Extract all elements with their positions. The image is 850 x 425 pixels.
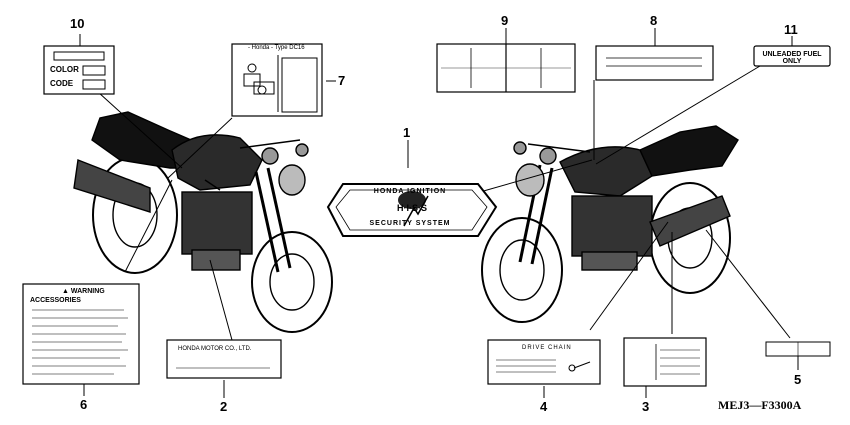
callout-7: 7 [338, 73, 346, 88]
figure-code: MEJ3—F3300A [718, 398, 802, 412]
drive-chain-text: DRIVE CHAIN [522, 345, 572, 351]
color-code-code-text: CODE [50, 79, 74, 88]
leader-lines [79, 28, 799, 398]
label-10-color-code [43, 45, 115, 95]
leader-11-to-bike [595, 65, 761, 165]
warning-subtitle-text: ACCESSORIES [30, 297, 81, 304]
label-3-blank [623, 337, 707, 387]
label-6-warning [22, 283, 140, 385]
leader-10-to-bike [97, 91, 183, 169]
callout-9: 9 [501, 13, 509, 28]
unleaded-text: UNLEADED FUEL ONLY [762, 51, 822, 65]
hiss-top-text: HONDA IGNITION [373, 188, 447, 195]
callout-4: 4 [540, 399, 548, 414]
callout-11: 11 [784, 22, 798, 37]
callout-3: 3 [642, 399, 650, 414]
label-7-type-label [231, 43, 323, 117]
leader-4-to-bike [589, 221, 669, 331]
label-2-frame-plate [166, 339, 282, 379]
label-5-small [765, 341, 831, 357]
label-9-blank [436, 43, 576, 93]
type-label-title-text: - Honda - Type DC16 [248, 45, 305, 51]
hiss-bottom-text: SECURITY SYSTEM [369, 220, 451, 227]
label-4-drive-chain [487, 339, 601, 385]
frame-plate-text: HONDA MOTOR CO., LTD. [178, 346, 252, 352]
hiss-center-text: H·I·S·S [397, 203, 427, 213]
label-11-unleaded [753, 45, 831, 67]
leader-7-to-bike [167, 117, 233, 179]
motorcycle-right-illustration [481, 125, 739, 323]
callout-10: 10 [70, 16, 85, 31]
callout-6: 6 [80, 397, 88, 412]
leader-2-to-bike [209, 259, 233, 341]
callout-1: 1 [403, 125, 411, 140]
color-code-color-text: COLOR [50, 65, 79, 74]
warning-title-text: ▲ WARNING [62, 288, 105, 295]
callout-5: 5 [794, 372, 802, 387]
callout-8: 8 [650, 13, 658, 28]
leader-1-to-bike [479, 159, 593, 193]
callout-2: 2 [220, 399, 228, 414]
leader-6-to-bike [124, 179, 173, 273]
leader-5-to-bike [705, 229, 791, 339]
label-8-blank [595, 45, 714, 81]
label-1-hiss-emblem [326, 183, 498, 237]
